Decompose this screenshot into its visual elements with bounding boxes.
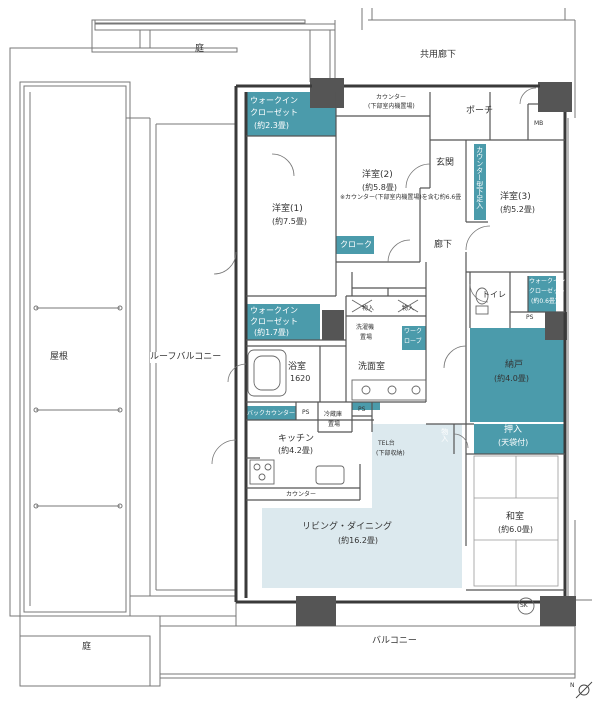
wic1-line2: クローゼット bbox=[250, 108, 298, 117]
work-line2: ローブ bbox=[404, 338, 422, 345]
tatami-grid bbox=[473, 455, 559, 587]
room1-name: 洋室(1) bbox=[272, 204, 303, 214]
room2-note: ※カウンター(下部室内機置場)を含む約6.6畳 bbox=[340, 194, 462, 201]
wic2-size: (約1.7畳) bbox=[254, 328, 289, 337]
oshiire-line1: 押入 bbox=[504, 425, 523, 435]
wic3-size: (約0.6畳) bbox=[531, 298, 558, 305]
fridge-line1: 冷蔵庫 bbox=[324, 411, 343, 418]
common-corridor-label: 共用廊下 bbox=[420, 50, 457, 60]
garden-top-label: 庭 bbox=[195, 44, 205, 54]
room3-size: (約5.2畳) bbox=[500, 205, 535, 214]
wic2-line1: ウォークイン bbox=[250, 306, 298, 315]
ld-light-area bbox=[262, 424, 462, 588]
roof-label: 屋根 bbox=[50, 352, 69, 362]
wic3-line2: クローゼット bbox=[529, 288, 566, 295]
entrance-label: 玄関 bbox=[436, 158, 455, 168]
washer-line2: 置場 bbox=[360, 334, 373, 341]
teal-areas bbox=[246, 92, 564, 454]
bath-name: 浴室 bbox=[288, 362, 307, 372]
storeroom-name: 納戸 bbox=[505, 360, 524, 370]
kitchen-name: キッチン bbox=[278, 434, 315, 444]
japanese-name: 和室 bbox=[506, 512, 525, 524]
washroom-label: 洗面室 bbox=[358, 362, 386, 372]
wic2-line2: クローゼット bbox=[250, 317, 298, 326]
balcony-label: バルコニー bbox=[372, 636, 417, 646]
cloak-label: クローク bbox=[340, 240, 372, 249]
site-boundary bbox=[9, 8, 576, 687]
back-counter-label: バックカウンター bbox=[247, 410, 296, 417]
tel-line1: TEL台 bbox=[378, 440, 395, 447]
walls bbox=[234, 84, 567, 604]
counter-top-label: カウンター bbox=[376, 94, 407, 101]
partitions bbox=[246, 92, 565, 591]
garden-bottom-label: 庭 bbox=[82, 642, 92, 652]
ps3-label: PS bbox=[358, 406, 366, 413]
room1-size: (約7.5畳) bbox=[272, 217, 307, 226]
bath-size: 1620 bbox=[290, 374, 311, 383]
kitchen-size: (約4.2畳) bbox=[278, 446, 313, 455]
roof-area bbox=[19, 81, 236, 617]
toilet-label: トイレ bbox=[482, 290, 506, 299]
shoes-closet-label: カウンター型下足入 bbox=[475, 146, 484, 209]
storage-a-label: 物入 bbox=[362, 305, 375, 312]
doors bbox=[211, 87, 537, 465]
roof-balcony-label: ルーフバルコニー bbox=[150, 352, 222, 364]
sk-label: SK bbox=[520, 602, 528, 609]
room3-name: 洋室(3) bbox=[500, 192, 531, 202]
fixtures bbox=[247, 287, 535, 615]
wic1-line1: ウォークイン bbox=[250, 96, 298, 105]
washer-line1: 洗濯機 bbox=[356, 324, 375, 331]
counter-top-sub-label: (下部室内機置場) bbox=[368, 103, 415, 110]
wic3-line1: ウォークイン bbox=[529, 278, 566, 285]
fridge-line2: 置場 bbox=[328, 421, 341, 428]
japanese-size: (約6.0畳) bbox=[498, 525, 533, 535]
counter-kitchen-label: カウンター bbox=[286, 491, 317, 498]
wic1-size: (約2.3畳) bbox=[254, 121, 289, 130]
columns bbox=[296, 78, 576, 626]
mb-label: MB bbox=[534, 120, 544, 127]
storage-c-label: 物入 bbox=[440, 428, 449, 442]
tel-line2: (下部収納) bbox=[376, 450, 405, 457]
room2-name: 洋室(2) bbox=[362, 170, 393, 180]
ld-name: リビング・ダイニング bbox=[302, 522, 393, 532]
ps2-label: PS bbox=[302, 409, 310, 416]
ps1-label: PS bbox=[526, 314, 534, 321]
room2-size: (約5.8畳) bbox=[362, 183, 397, 192]
storeroom-size: (約4.0畳) bbox=[494, 374, 529, 383]
work-line1: ワーク bbox=[404, 328, 423, 335]
storage-b-label: 物入 bbox=[402, 305, 415, 312]
ld-size: (約16.2畳) bbox=[338, 536, 379, 545]
porch-label: ポーチ bbox=[466, 106, 494, 116]
north-label: N bbox=[570, 682, 575, 689]
north-mark-icon bbox=[575, 681, 593, 699]
hallway-label: 廊下 bbox=[434, 240, 453, 250]
oshiire-line2: (天袋付) bbox=[498, 438, 529, 447]
